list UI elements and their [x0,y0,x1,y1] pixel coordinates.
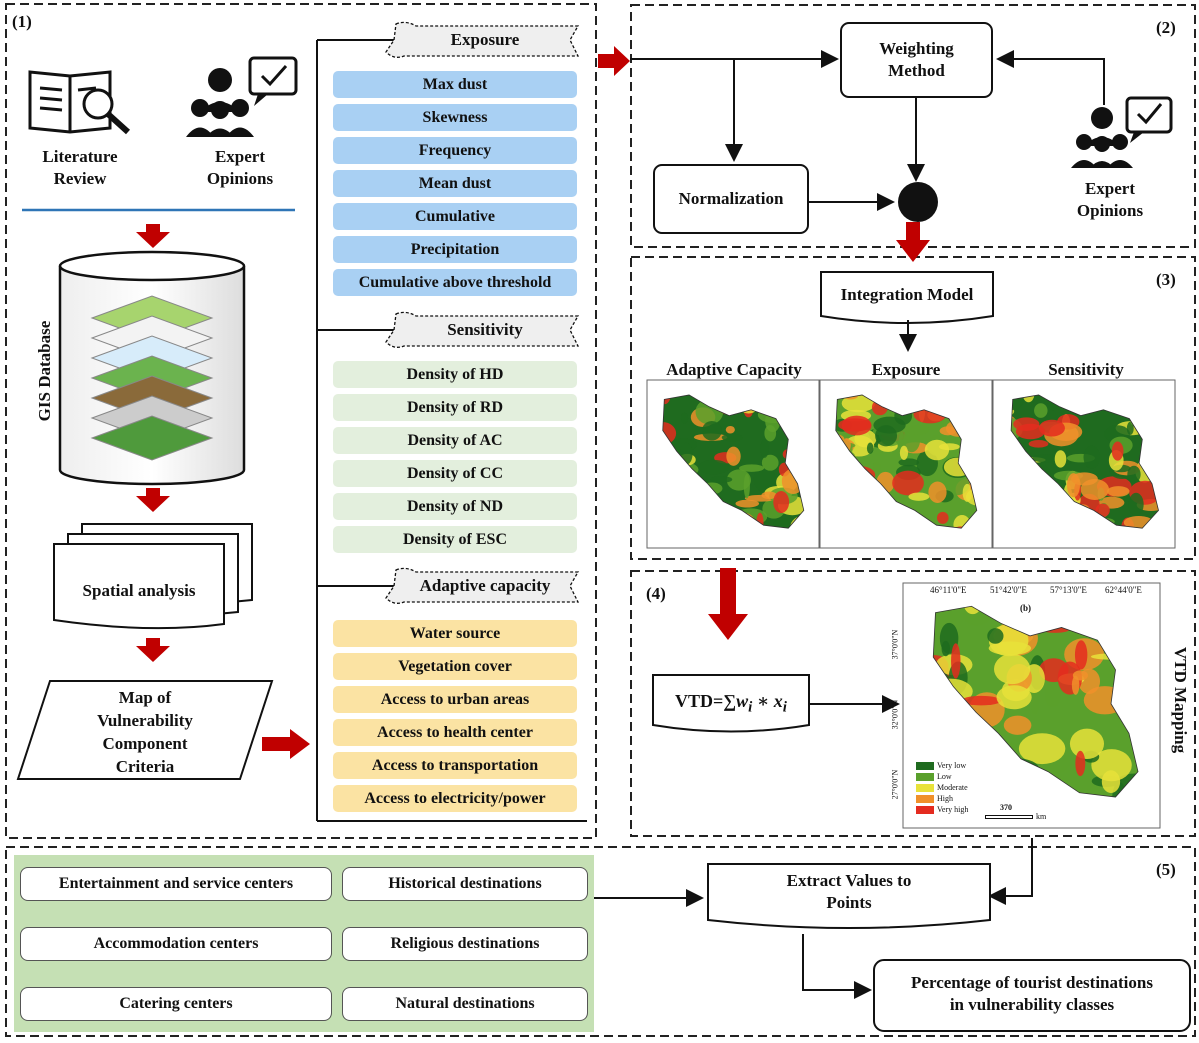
exposure-item: Skewness [333,104,577,131]
adaptive-item: Access to health center [333,719,577,746]
section-number-4: (4) [646,584,666,603]
map-panel-label: (b) [1020,603,1031,613]
section-number-2: (2) [1156,18,1176,37]
destination-box: Natural destinations [342,987,588,1021]
coord-top-2: 57°13'0"E [1050,585,1087,595]
coord-top-3: 62°44'0"E [1105,585,1142,595]
destination-box: Religious destinations [342,927,588,961]
spatial-analysis-label: Spatial analysis [82,581,196,600]
integration-model-label: Integration Model [840,285,974,304]
spatial-analysis-icon [53,523,253,630]
scale-value: 370 [1000,803,1012,812]
sensitivity-item: Density of ND [333,493,577,520]
exposure-item: Precipitation [333,236,577,263]
destination-box: Accommodation centers [20,927,332,961]
big-map-legend: Very low Low Moderate High Very high [916,760,968,815]
map-title-sensitivity: Sensitivity [1048,360,1124,379]
expert-opinions-icon-right [1071,96,1173,168]
sensitivity-item: Density of ESC [333,526,577,553]
coord-top-0: 46°11'0"E [930,585,967,595]
literature-review-label: Literature Review [42,147,118,188]
exposure-title: Exposure [450,30,520,49]
sensitivity-item: Density of CC [333,460,577,487]
sensitivity-title: Sensitivity [447,320,523,339]
gis-database-label: GIS Database [35,320,54,422]
map-title-adaptive: Adaptive Capacity [666,360,802,379]
exposure-item: Max dust [333,71,577,98]
extract-values-label: Extract Values to Points [786,871,912,912]
adaptive-item: Access to electricity/power [333,785,577,812]
criteria-map-label: Map of Vulnerability Component Criteria [97,688,193,776]
expert-opinions-label: Expert Opinions [206,147,274,188]
coord-left-0: 37°0'0"N [890,629,900,660]
gis-database-icon [58,250,246,486]
sensitivity-item: Density of AC [333,427,577,454]
map-title-exposure: Exposure [871,360,941,379]
percentage-label: Percentage of tourist destinations in vu… [911,973,1153,1014]
exposure-item: Cumulative [333,203,577,230]
exposure-item: Frequency [333,137,577,164]
adaptive-item: Access to transportation [333,752,577,779]
section-number-5: (5) [1156,860,1176,879]
section-number-1: (1) [12,12,32,31]
book-icon [28,70,131,135]
weighting-method-box: Weighting Method [840,22,993,98]
coord-top-1: 51°42'0"E [990,585,1027,595]
destination-box: Catering centers [20,987,332,1021]
adaptive-item: Water source [333,620,577,647]
sensitivity-item: Density of HD [333,361,577,388]
expert-opinions-icon [186,56,298,137]
sensitivity-item: Density of RD [333,394,577,421]
expert-opinions-label-right: Expert Opinions [1076,179,1144,220]
adaptive-item: Vegetation cover [333,653,577,680]
exposure-item: Cumulative above threshold [333,269,577,296]
scale-unit: km [1036,812,1047,821]
coord-left-2: 27°0'0"N [890,769,900,800]
vtd-mapping-label: VTD Mapping [1171,646,1190,754]
coord-left-1: 32°0'0"N [890,699,900,730]
adaptive-capacity-title: Adaptive capacity [419,576,551,595]
destination-box: Entertainment and service centers [20,867,332,901]
scale-bar [985,815,1033,819]
adaptive-item: Access to urban areas [333,686,577,713]
vtd-formula: VTD=∑wi ∗ xi [675,691,787,716]
destination-box: Historical destinations [342,867,588,901]
normalization-box: Normalization [653,164,809,234]
exposure-item: Mean dust [333,170,577,197]
section-number-3: (3) [1156,270,1176,289]
